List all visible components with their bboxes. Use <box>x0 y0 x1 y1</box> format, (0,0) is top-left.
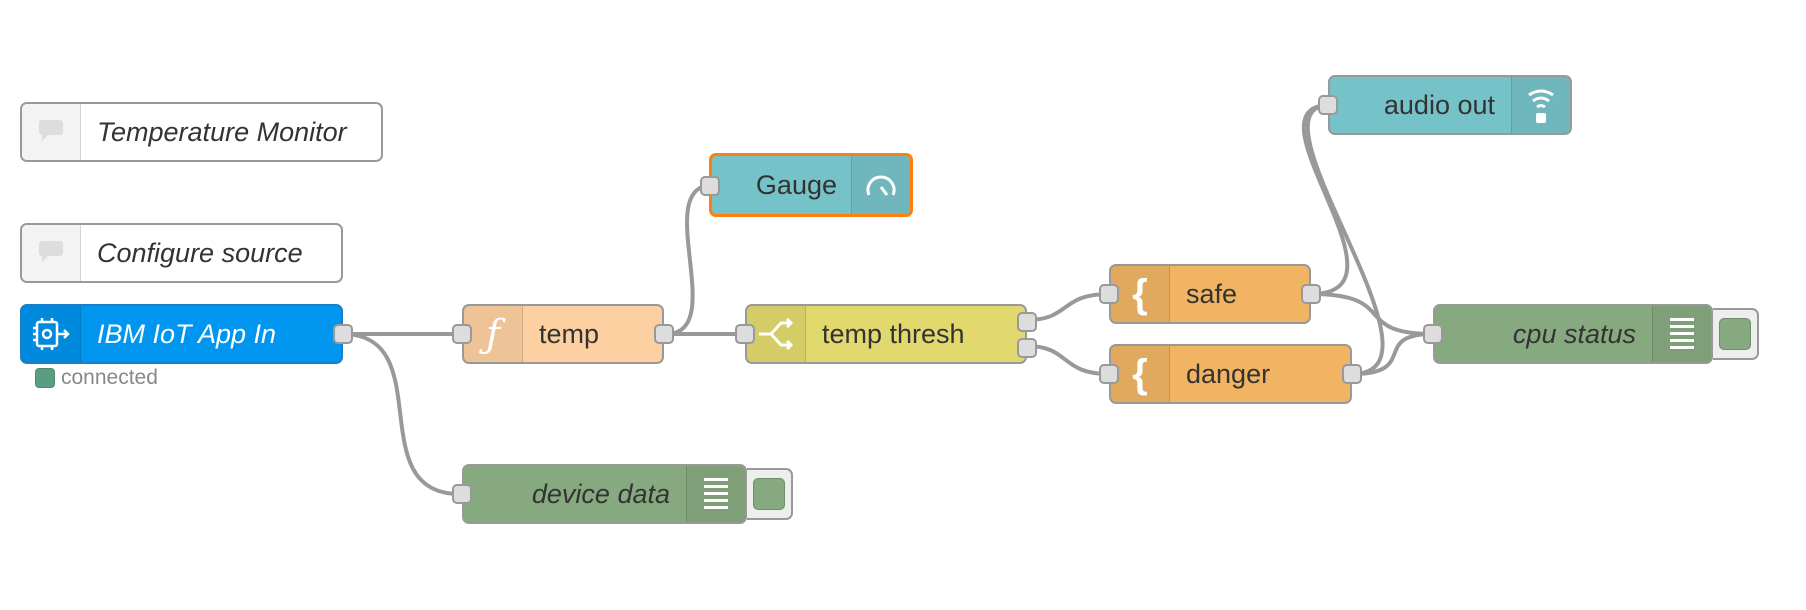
debug-toggle-indicator <box>1719 318 1751 350</box>
input-port[interactable] <box>1099 284 1119 304</box>
node-label: danger <box>1186 358 1271 389</box>
debug-toggle-indicator <box>753 478 785 510</box>
template-icon: { <box>1111 346 1170 402</box>
temp-thresh-switch-node[interactable]: temp thresh <box>735 304 1037 364</box>
cpu-status-debug-node[interactable]: cpu status <box>1423 304 1713 364</box>
input-port[interactable] <box>700 176 720 196</box>
switch-icon <box>747 306 806 362</box>
device-data-debug-toggle-button[interactable] <box>747 468 793 520</box>
output-port[interactable] <box>654 324 674 344</box>
node-label: device data <box>531 478 670 509</box>
node-label: temp thresh <box>822 318 965 349</box>
input-port[interactable] <box>452 484 472 504</box>
wire-safe-to-audio[interactable] <box>1301 103 1350 296</box>
wire-thresh-to-safe[interactable] <box>1026 292 1110 322</box>
status-text: connected <box>61 366 158 389</box>
input-port[interactable] <box>1099 364 1119 384</box>
cpu-status-debug-toggle-button[interactable] <box>1713 308 1759 360</box>
comment-node-configure-source[interactable]: Configure source <box>20 223 343 283</box>
template-icon: { <box>1111 266 1170 322</box>
danger-template-node[interactable]: { danger <box>1099 344 1362 404</box>
node-label: Temperature Monitor <box>97 116 347 147</box>
node-label: cpu status <box>1512 318 1636 349</box>
output-port[interactable] <box>333 324 353 344</box>
debug-icon <box>686 466 745 522</box>
wire-danger-to-audio[interactable] <box>1305 103 1385 376</box>
wire-thresh-to-danger[interactable] <box>1026 344 1110 376</box>
safe-template-node[interactable]: { safe <box>1099 264 1321 324</box>
ibm-iot-app-in-node[interactable]: IBM IoT App In <box>20 304 353 364</box>
node-label: temp <box>539 318 600 349</box>
gauge-node[interactable]: Gauge <box>700 153 913 217</box>
comment-icon <box>22 225 81 281</box>
wire-safe-to-cpu[interactable] <box>1310 292 1434 336</box>
input-port[interactable] <box>1318 95 1338 115</box>
audio-icon <box>1511 77 1570 133</box>
node-status: connected <box>35 366 158 390</box>
input-port[interactable] <box>452 324 472 344</box>
output-port-2[interactable] <box>1017 338 1037 358</box>
gauge-icon <box>851 156 910 214</box>
wire-iot-to-device-data[interactable] <box>341 332 461 496</box>
output-port[interactable] <box>1342 364 1362 384</box>
input-port[interactable] <box>735 324 755 344</box>
debug-icon <box>1652 306 1711 362</box>
input-port[interactable] <box>1423 324 1443 344</box>
status-dot-icon <box>35 368 55 388</box>
wire-danger-to-cpu[interactable] <box>1351 332 1434 376</box>
node-label: safe <box>1186 278 1238 309</box>
wire-temp-to-gauge[interactable] <box>665 183 714 336</box>
iot-chip-icon <box>22 306 81 362</box>
output-port-1[interactable] <box>1017 312 1037 332</box>
comment-icon <box>22 104 81 160</box>
audio-out-node[interactable]: audio out <box>1318 75 1572 135</box>
device-data-debug-node[interactable]: device data <box>452 464 747 524</box>
node-label: Gauge <box>755 169 837 200</box>
comment-node-temperature-monitor[interactable]: Temperature Monitor <box>20 102 383 162</box>
function-icon: ƒ <box>464 306 523 362</box>
temp-function-node[interactable]: ƒ temp <box>452 304 674 364</box>
node-label: audio out <box>1383 89 1495 120</box>
node-label: Configure source <box>97 237 303 268</box>
output-port[interactable] <box>1301 284 1321 304</box>
node-label: IBM IoT App In <box>97 318 277 349</box>
